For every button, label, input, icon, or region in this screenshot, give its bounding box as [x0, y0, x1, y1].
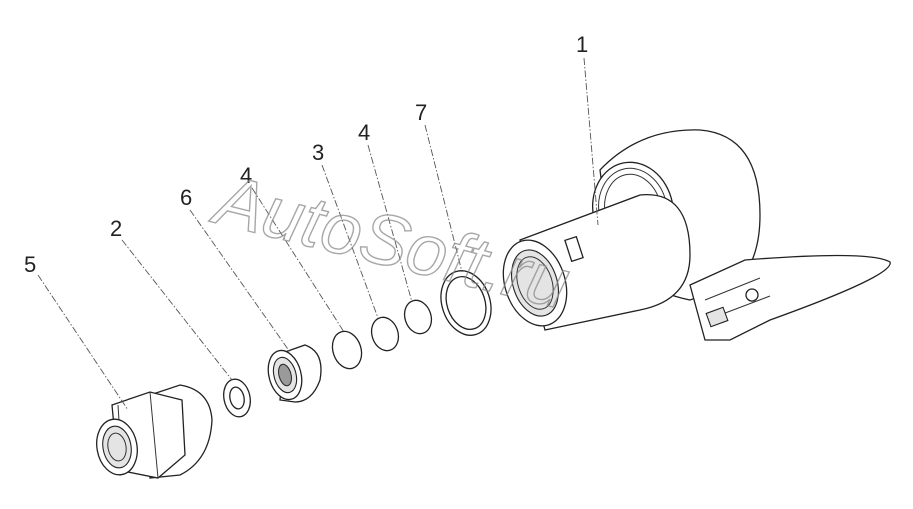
part-4-disc-right — [403, 299, 433, 335]
part-1-housing — [502, 129, 891, 341]
part-5-fitting — [96, 384, 213, 479]
callout-4-left: 4 — [240, 163, 252, 188]
callout-6: 6 — [180, 185, 192, 210]
callout-1: 1 — [576, 32, 588, 57]
part-3-disc — [370, 316, 400, 352]
part-2-washer — [223, 378, 251, 418]
part-6-bushing — [267, 344, 322, 403]
callout-3: 3 — [312, 140, 324, 165]
leader-lines — [37, 57, 599, 411]
part-4-disc-left — [331, 330, 363, 370]
callout-2: 2 — [110, 216, 122, 241]
callout-5: 5 — [24, 252, 36, 277]
callout-4-right: 4 — [358, 120, 370, 145]
part-7-o-ring — [440, 270, 492, 336]
callout-7: 7 — [415, 100, 427, 125]
watermark-text: AutoSoft.ru — [204, 159, 577, 325]
